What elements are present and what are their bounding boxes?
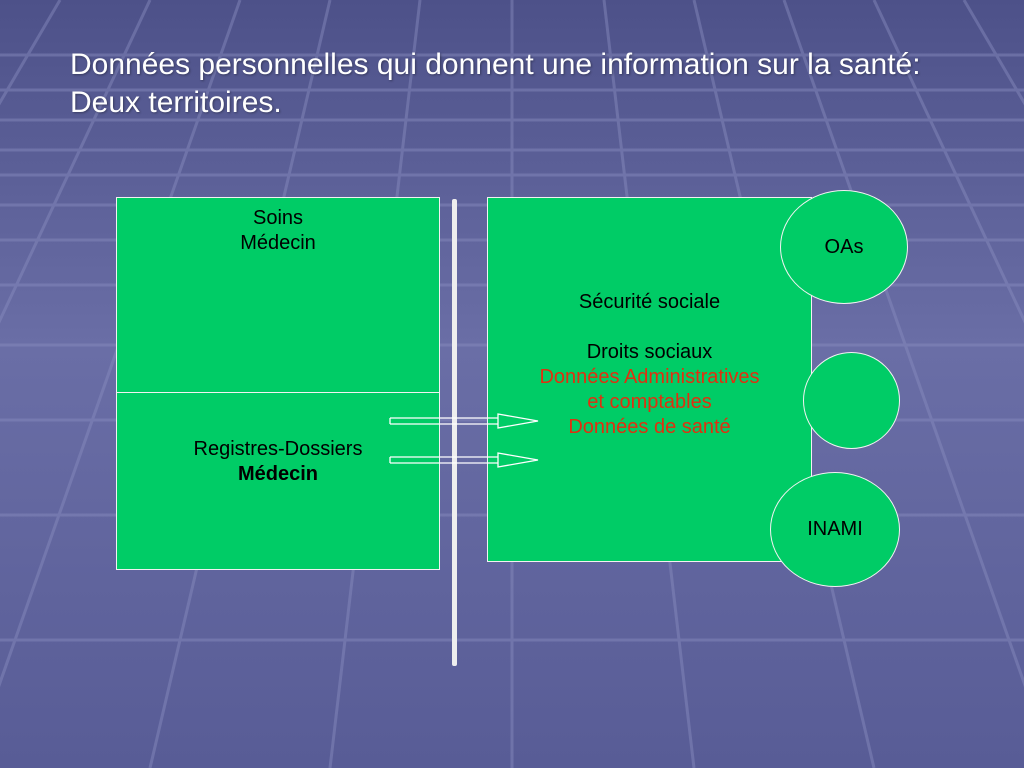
- oas-label: OAs: [824, 235, 864, 258]
- inami-circle: INAMI: [770, 472, 900, 587]
- securite-sociale-label: Sécurité sociale: [578, 291, 721, 313]
- droits-sociaux-label: Droits sociaux: [586, 341, 713, 363]
- territory-divider: [452, 199, 457, 666]
- middle-circle: [803, 352, 900, 449]
- soins-medecin-label: Médecin: [240, 232, 316, 254]
- registres-box: Registres-Dossiers Médecin: [116, 392, 440, 570]
- inami-label: INAMI: [807, 518, 863, 540]
- slide-title: Données personnelles qui donnent une inf…: [70, 48, 921, 119]
- oas-circle: OAs: [780, 190, 908, 304]
- registres-medecin-label: Médecin: [237, 463, 319, 485]
- soins-box: Soins Médecin: [116, 197, 440, 393]
- soins-label: Soins: [252, 207, 304, 229]
- donnees-sante-label: Données de santé: [568, 416, 731, 438]
- registres-label: Registres-Dossiers: [193, 438, 363, 460]
- securite-sociale-box: Sécurité sociale Droits sociaux Données …: [487, 197, 812, 562]
- donnees-administratives-label: Données Administratives: [539, 366, 760, 388]
- comptables-label: et comptables: [587, 391, 712, 413]
